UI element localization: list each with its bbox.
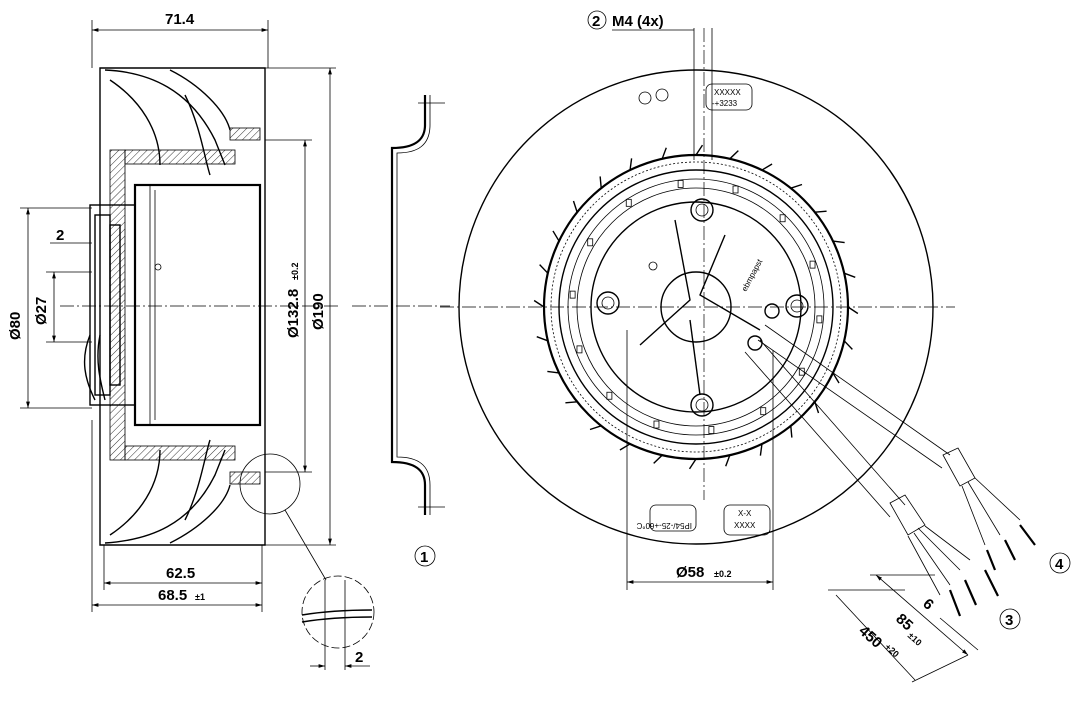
xx-label-box bbox=[723, 504, 771, 536]
rim-tab bbox=[653, 454, 663, 464]
rim-hole bbox=[569, 290, 576, 299]
brand-mark: ebmpapst bbox=[740, 257, 765, 293]
rim-hole bbox=[816, 315, 823, 324]
rim-tab bbox=[814, 210, 827, 213]
rim-tab bbox=[695, 144, 704, 156]
callout-1-circle bbox=[414, 545, 436, 567]
dim-gap-2: 2 bbox=[56, 227, 64, 244]
rim-tab bbox=[843, 340, 853, 350]
dim-68-5: 68.5 bbox=[158, 587, 187, 604]
screw-left bbox=[596, 291, 620, 315]
rim-tab bbox=[661, 147, 667, 160]
dim-detail-2: 2 bbox=[355, 649, 363, 666]
callout-4-circle bbox=[1049, 552, 1071, 574]
detail-view bbox=[301, 575, 375, 649]
rim-tab bbox=[619, 443, 631, 451]
rim-tab bbox=[565, 401, 578, 404]
rim-tab bbox=[847, 306, 859, 315]
dim-dia-80: Ø80 bbox=[7, 312, 24, 340]
rim-tab bbox=[572, 200, 578, 213]
rim-hole bbox=[587, 238, 594, 247]
callout-2: 2 bbox=[592, 13, 600, 30]
callout-2-text: M4 (4x) bbox=[612, 13, 664, 30]
rim-tab bbox=[533, 299, 545, 308]
dim-62-5: 62.5 bbox=[166, 565, 195, 582]
front-view: XXXXX -+3233 ebmpapst IP54/-25-+60°C X-X… bbox=[440, 10, 1071, 683]
callout-2-circle bbox=[587, 10, 607, 30]
rating-label-bottom: -+3233 bbox=[712, 99, 738, 108]
screw-bottom bbox=[690, 393, 714, 417]
rim-tab bbox=[761, 163, 773, 171]
rim-tab bbox=[843, 272, 856, 278]
rim-hole bbox=[625, 198, 632, 207]
ip-label-box bbox=[649, 504, 697, 532]
motor-body bbox=[133, 183, 262, 427]
dim-tol-132-8: ±0.2 bbox=[290, 263, 300, 280]
rim-tab bbox=[688, 458, 697, 470]
dim-tol-450: +20 bbox=[883, 642, 901, 660]
rating-label-box bbox=[705, 83, 753, 111]
rim-tab bbox=[589, 425, 602, 431]
rim-hole bbox=[779, 214, 786, 223]
dim-dia-58: Ø58 bbox=[676, 564, 704, 581]
rim-hole bbox=[653, 420, 660, 429]
rim-tab bbox=[790, 425, 793, 438]
dim-dia-132-8: Ø132.8 bbox=[285, 289, 302, 338]
rim-tab bbox=[759, 443, 763, 456]
dim-tol-85: ±10 bbox=[906, 630, 924, 647]
dim-cable-6: 6 bbox=[919, 595, 937, 613]
rating-label-top: XXXXX bbox=[714, 88, 741, 97]
rim-tab bbox=[790, 183, 803, 189]
screw-top bbox=[690, 198, 714, 222]
rim-hole bbox=[760, 407, 767, 416]
detail-marker bbox=[239, 453, 301, 515]
xx-label-top: X-X bbox=[738, 509, 752, 518]
rim-hole bbox=[677, 180, 684, 188]
rim-hole bbox=[732, 185, 739, 194]
rim-hole bbox=[798, 367, 805, 376]
dim-dia-190: Ø190 bbox=[310, 293, 327, 330]
side-view: 71.4 Ø80 Ø27 2 Ø132.8 ±0.2 Ø190 62.5 bbox=[7, 11, 375, 670]
callout-4: 4 bbox=[1055, 556, 1064, 573]
rim-tab bbox=[547, 370, 560, 374]
rim-tab bbox=[539, 264, 549, 274]
dim-71-4: 71.4 bbox=[165, 11, 195, 28]
dim-tol-58: ±0.2 bbox=[714, 569, 731, 579]
dim-cable-450: 450 bbox=[855, 622, 885, 651]
rim-tab bbox=[536, 336, 549, 342]
rim-hole bbox=[809, 260, 816, 269]
rim-tab bbox=[629, 158, 633, 171]
callout-3-circle bbox=[999, 608, 1021, 630]
dim-tol-68-5: ±1 bbox=[195, 592, 205, 602]
rim-tab bbox=[552, 230, 560, 242]
screw-right bbox=[785, 294, 809, 318]
rim-tab bbox=[832, 372, 840, 384]
rim-hole bbox=[576, 345, 583, 354]
callout-1: 1 bbox=[420, 549, 428, 566]
rim-tab bbox=[599, 176, 602, 189]
ip-label: IP54/-25-+60°C bbox=[636, 521, 692, 530]
dim-dia-27: Ø27 bbox=[33, 297, 50, 325]
rim-hole bbox=[708, 426, 715, 434]
rim-tab bbox=[725, 454, 731, 467]
callout-3: 3 bbox=[1005, 612, 1013, 629]
shroud-section: 1 bbox=[352, 95, 450, 567]
xx-label-bottom: XXXX bbox=[734, 521, 756, 530]
rim-tab bbox=[832, 240, 845, 244]
rim-tab bbox=[729, 150, 739, 160]
rim-hole bbox=[606, 391, 613, 400]
